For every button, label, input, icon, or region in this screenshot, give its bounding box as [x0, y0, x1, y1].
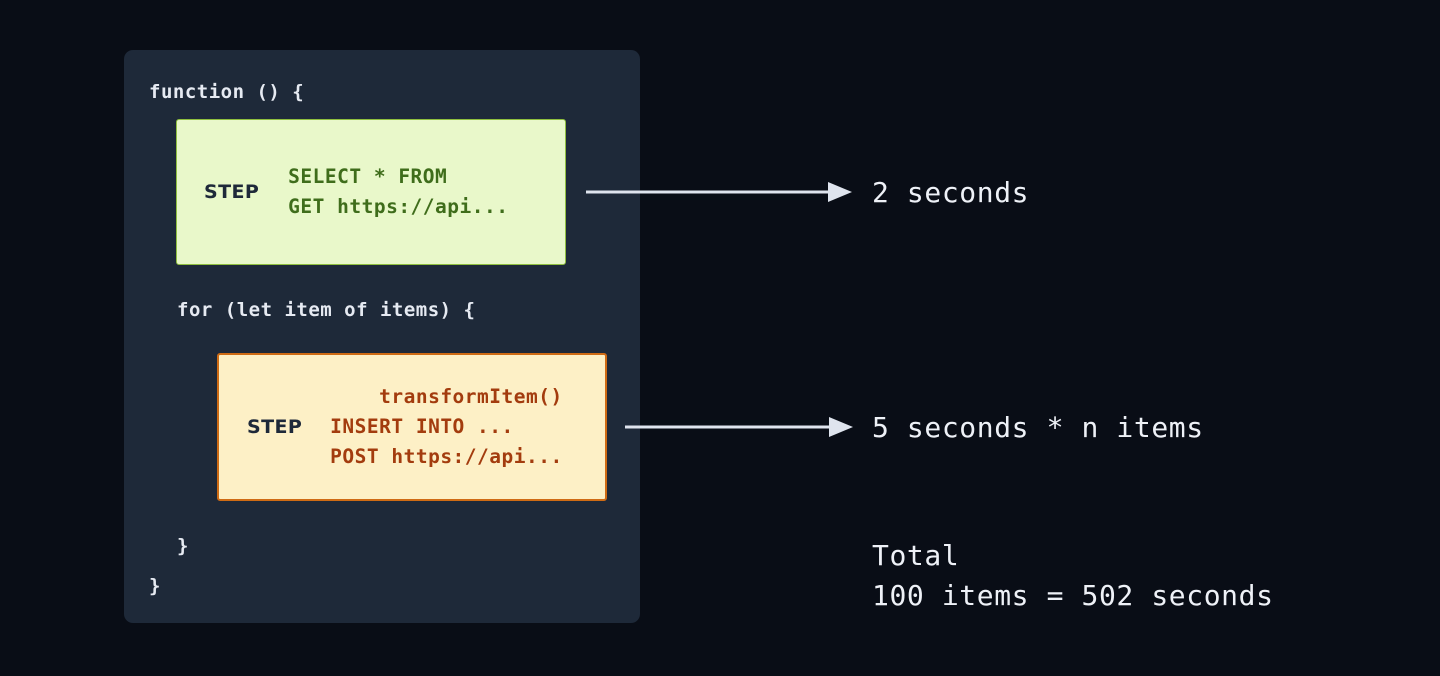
code-line-for-loop: for (let item of items) {	[177, 299, 476, 321]
step-block-query: STEP SELECT * FROM GET https://api...	[176, 119, 566, 265]
code-line-function-open: function () {	[149, 81, 305, 103]
arrow-icon	[625, 414, 853, 440]
step-code-text: SELECT * FROM GET https://api...	[288, 165, 509, 218]
step-code-text: transformItem() INSERT INTO ... POST htt…	[330, 385, 563, 468]
arrow-icon	[586, 179, 852, 205]
step-label: STEP	[247, 416, 303, 438]
total-value: 100 items = 502 seconds	[872, 579, 1274, 612]
annotation-step-1-duration: 2 seconds	[872, 176, 1030, 209]
code-line-close-inner-brace: }	[177, 535, 189, 557]
total-summary: Total 100 items = 502 seconds	[872, 536, 1274, 616]
code-panel: function () { STEP SELECT * FROM GET htt…	[124, 50, 640, 623]
code-line-close-outer-brace: }	[149, 575, 161, 597]
annotation-step-2-duration: 5 seconds * n items	[872, 411, 1204, 444]
step-block-transform: STEP transformItem() INSERT INTO ... POS…	[217, 353, 607, 501]
total-title: Total	[872, 539, 960, 572]
step-label: STEP	[204, 181, 260, 203]
